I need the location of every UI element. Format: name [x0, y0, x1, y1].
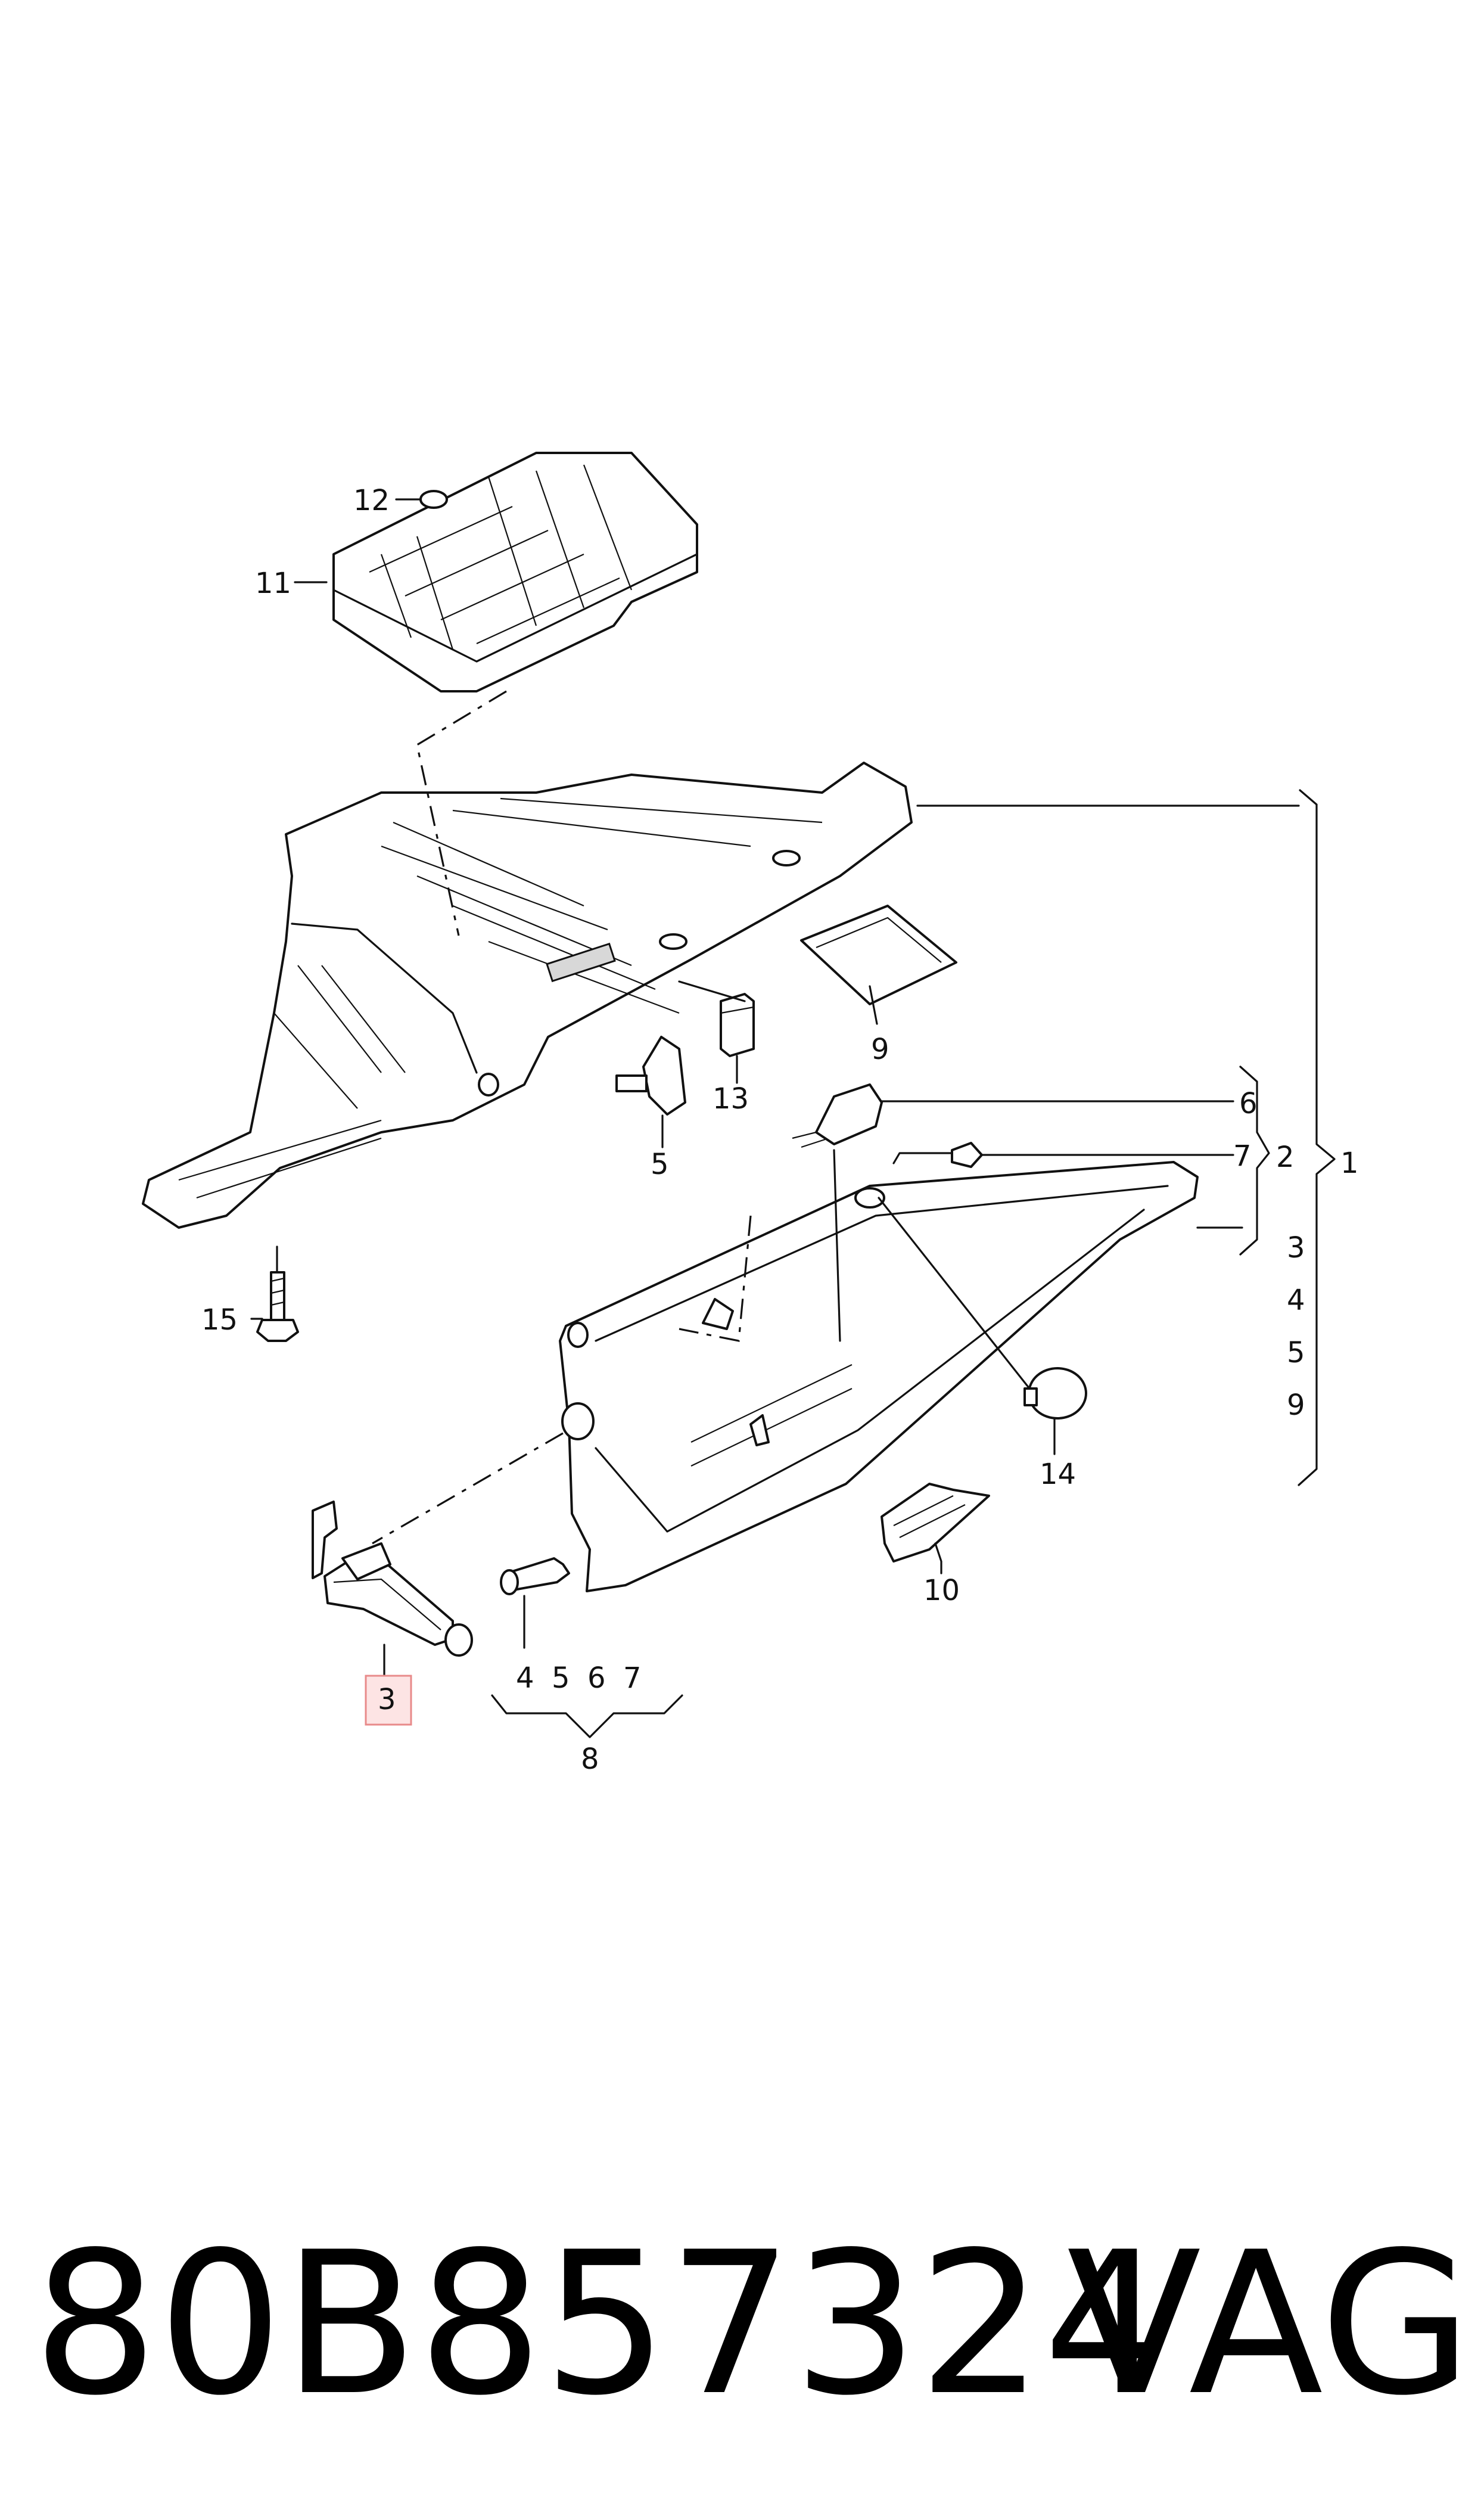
glovebox-carrier-frame: [142, 762, 913, 1229]
part-5-bracket: [615, 1036, 686, 1116]
assembly-line-hinge: [833, 1149, 841, 1342]
callout-7: 7: [1233, 1139, 1252, 1173]
group8-item: 5: [552, 1661, 570, 1695]
part-number: 80B857324: [33, 2210, 1169, 2439]
callout-3: 3: [378, 1683, 396, 1716]
callout-6: 6: [1239, 1087, 1258, 1120]
callout-12: 12: [353, 484, 390, 517]
part-12-clip: [419, 490, 448, 509]
group-list-item: 5: [1287, 1336, 1305, 1369]
callout-13: 13: [713, 1082, 749, 1116]
callout-14: 14: [1040, 1458, 1076, 1491]
bracket-group-2: [1239, 1066, 1270, 1256]
callout-2: 2: [1276, 1141, 1295, 1174]
highlight-box: [365, 1675, 412, 1726]
part-7-screw: [951, 1142, 983, 1168]
callout-11: 11: [255, 567, 291, 600]
part-15-bolt: [256, 1271, 299, 1342]
group-list-item: 9: [1287, 1389, 1305, 1422]
bracket-group-8: [491, 1694, 683, 1738]
part-6-hinge: [792, 1083, 883, 1148]
callout-9: 9: [871, 1033, 889, 1066]
part-4-pin: [500, 1557, 570, 1595]
part-13-insert: [720, 993, 755, 1057]
callout-15: 15: [201, 1303, 238, 1337]
part-10-latch: [881, 1483, 990, 1563]
group-list-item: 3: [1287, 1231, 1305, 1265]
group-list-item: 4: [1287, 1284, 1305, 1317]
group8-item: 6: [587, 1661, 606, 1695]
assembly-line-damper: [372, 1432, 564, 1545]
assembly-line-cap: [878, 1197, 1031, 1390]
brand-name: VAG: [1066, 2210, 1472, 2439]
highlighted-callout-3: 3: [365, 1675, 412, 1726]
callout-10: 10: [923, 1574, 960, 1607]
assembly-line-lid-to-frame: [679, 1215, 752, 1342]
part-9-cover: [800, 905, 957, 1005]
part-11-storage-tray: [332, 452, 698, 692]
callout-1: 1: [1340, 1147, 1359, 1180]
bracket-group-1: [1298, 789, 1336, 1486]
part-3-damper: [312, 1501, 473, 1657]
glovebox-lid: [559, 1161, 1199, 1592]
callout-8: 8: [581, 1743, 599, 1776]
part-14-cap: [1023, 1367, 1087, 1420]
callout-5: 5: [651, 1148, 669, 1181]
group8-item: 4: [516, 1661, 534, 1695]
group8-item: 7: [623, 1661, 642, 1695]
leader-lines: [250, 498, 1300, 1676]
footer: 80B857324 VAG: [0, 2205, 1484, 2443]
